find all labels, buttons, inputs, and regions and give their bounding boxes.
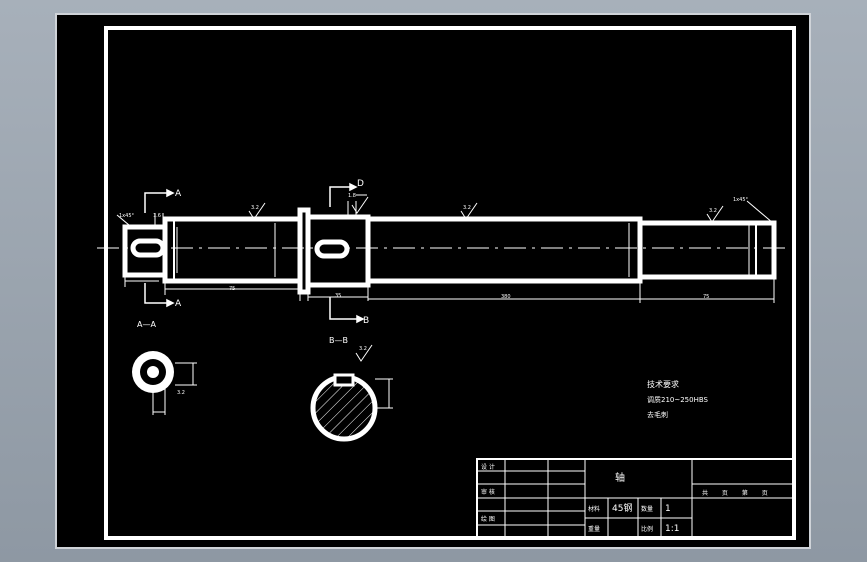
title-block (476, 458, 795, 539)
inner-frame (104, 26, 796, 540)
dim-1: 75 (229, 286, 235, 292)
tb-part-name: 轴 (615, 471, 625, 484)
roughness-symbols (248, 196, 724, 362)
keyway-left (130, 238, 166, 258)
roughness-5: 3.2 (177, 390, 185, 396)
section-mark-a-top: A (175, 189, 182, 199)
tech-req-line2: 去毛刺 (647, 410, 668, 419)
tb-scale-label: 比例 (641, 525, 653, 533)
chamfer-right: 1x45° (733, 197, 749, 203)
dim-3: 380 (501, 294, 511, 300)
cad-drawing: A A D B 3.2 3.2 3.2 3.2 3.2 1x45° 1x45° … (97, 26, 796, 540)
section-title-aa: A—A (137, 320, 156, 329)
keyway-mid (314, 239, 350, 259)
tb-qty-label: 数量 (641, 505, 653, 513)
tb-weight-label: 重量 (588, 525, 600, 533)
tb-row-label-1: 设 计 (481, 463, 495, 471)
dim-5: 1.6 (153, 213, 161, 219)
section-bb-view (310, 373, 393, 442)
section-title-bb: B—B (329, 336, 348, 345)
shaft-outline (122, 207, 777, 295)
dimension-lines (124, 194, 775, 303)
section-aa-view (132, 351, 197, 415)
tb-row-label-2: 审 核 (481, 488, 495, 496)
section-mark-b-bottom: B (363, 316, 369, 326)
dim-4: 75 (703, 294, 709, 300)
roughness-1: 3.2 (251, 205, 259, 211)
tb-sheet-info: 共 页 第 页 (702, 489, 774, 497)
dim-6: 1.8 (348, 193, 356, 199)
roughness-3: 3.2 (709, 208, 717, 214)
roughness-2: 3.2 (463, 205, 471, 211)
section-mark-b-top: D (357, 179, 364, 189)
tb-scale-value: 1:1 (665, 524, 679, 534)
tech-req-line1: 调质210~250HBS (647, 395, 709, 404)
tb-material-value: 45钢 (612, 502, 632, 514)
roughness-4: 3.2 (359, 346, 367, 352)
tb-material-label: 材料 (588, 505, 600, 513)
section-mark-a-bottom: A (175, 299, 182, 309)
tb-qty-value: 1 (665, 504, 671, 514)
drawing-sheet: A A D B 3.2 3.2 3.2 3.2 3.2 1x45° 1x45° … (55, 13, 811, 549)
tech-req-title: 技术要求 (647, 379, 679, 389)
chamfer-left: 1x45° (119, 213, 135, 219)
tb-row-label-3: 绘 图 (481, 515, 495, 523)
chamfer-leaders (116, 200, 774, 226)
dim-2: 35 (335, 293, 341, 299)
section-arrows (144, 182, 365, 324)
